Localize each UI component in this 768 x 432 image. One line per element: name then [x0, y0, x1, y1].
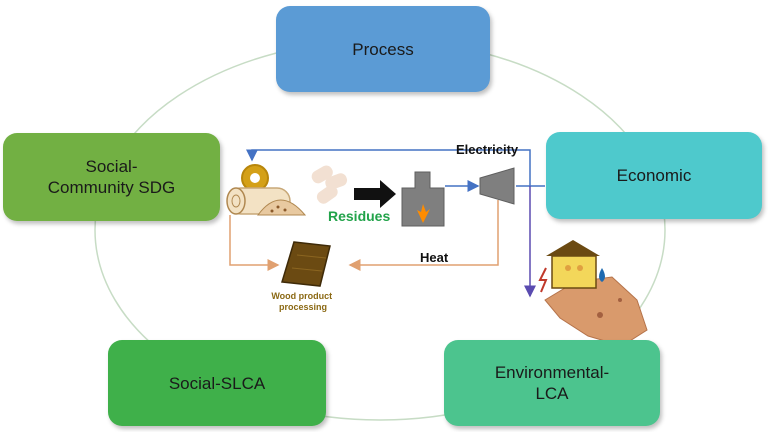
social-community-sdg-node: Social- Community SDG	[3, 133, 220, 221]
residues-label: Residues	[328, 208, 390, 224]
community-map-icon	[538, 240, 648, 347]
black-arrow-icon	[354, 180, 396, 208]
social-slca-node: Social-SLCA	[108, 340, 326, 426]
sawmill-logs-icon	[226, 164, 307, 216]
turbine-icon	[479, 167, 515, 205]
environmental-lca-label: Environmental- LCA	[494, 363, 610, 403]
environmental-lca-node: Environmental- LCA	[444, 340, 660, 426]
economic-label: Economic	[616, 166, 692, 185]
wood-product-icon	[281, 241, 331, 287]
social-community-sdg-label: Social- Community SDG	[47, 157, 176, 197]
process-label: Process	[352, 39, 414, 59]
economic-node: Economic	[546, 132, 762, 219]
process-node: Process	[276, 6, 490, 92]
wood-processing-label: Wood product processing	[271, 291, 334, 312]
social-slca-label: Social-SLCA	[168, 373, 266, 393]
heat-label: Heat	[420, 250, 449, 265]
boiler-icon	[401, 171, 445, 227]
electricity-label: Electricity	[456, 142, 519, 157]
heat-flow-line	[229, 200, 499, 271]
residues-pellets-icon	[311, 165, 348, 204]
electricity-flow-line	[246, 149, 545, 298]
